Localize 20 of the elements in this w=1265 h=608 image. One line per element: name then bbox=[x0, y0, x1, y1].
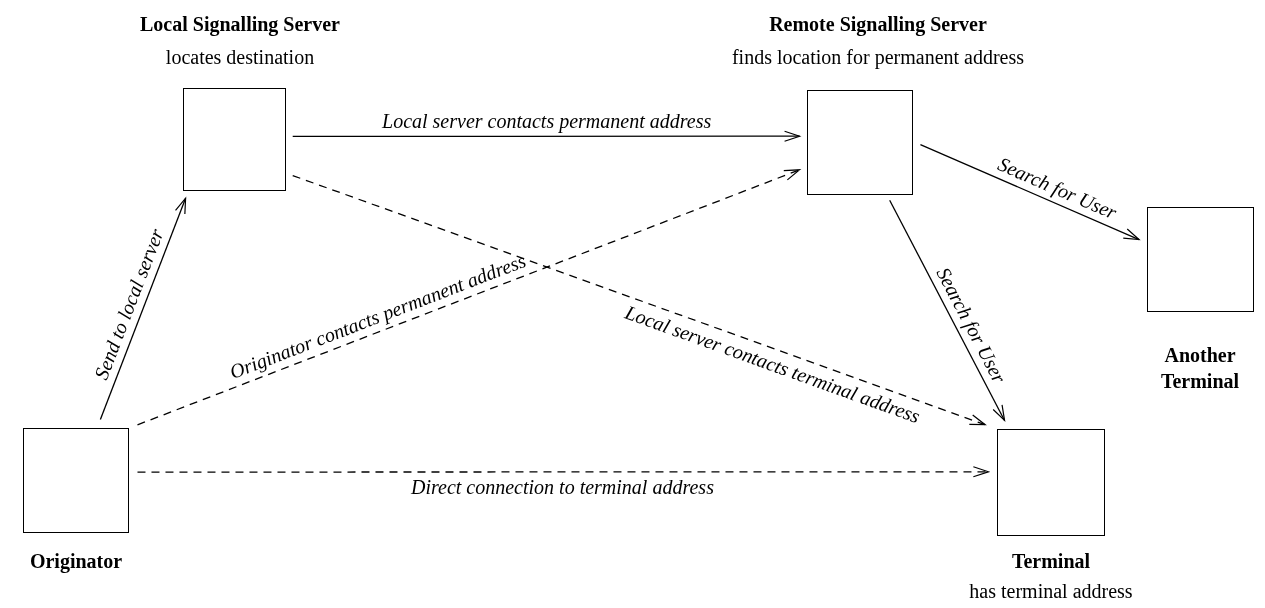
node-title: Another Terminal bbox=[1159, 343, 1241, 394]
arrow bbox=[889, 199, 1006, 422]
arrow bbox=[292, 130, 801, 142]
dashed-arrow bbox=[292, 174, 986, 426]
dashed-arrow bbox=[136, 466, 989, 478]
edge-label: Local server contacts permanent address bbox=[381, 110, 711, 133]
edge-label: Search for User bbox=[994, 152, 1121, 224]
node-title: Remote Signalling Server bbox=[769, 12, 987, 38]
edge-label: Direct connection to terminal address bbox=[411, 475, 715, 498]
edge-label: Local server contacts terminal address bbox=[622, 301, 923, 428]
node-title: Originator bbox=[29, 549, 123, 574]
dashed-arrow bbox=[136, 169, 801, 426]
arrow bbox=[99, 197, 187, 421]
node-title: Terminal bbox=[1011, 549, 1091, 574]
node-description: locates destination bbox=[165, 45, 315, 70]
node-title: Local Signalling Server bbox=[140, 12, 340, 38]
node-description: has terminal address bbox=[969, 579, 1133, 604]
arrow bbox=[919, 143, 1140, 241]
node-description: finds location for permanent address bbox=[731, 45, 1025, 71]
edge-label: Send to local server bbox=[90, 225, 169, 382]
